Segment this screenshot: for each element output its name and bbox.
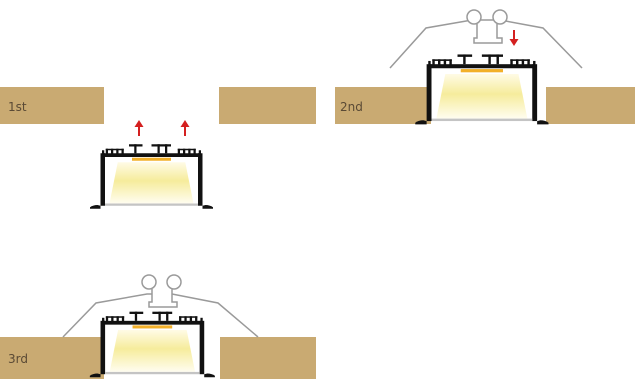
clip-ring-icon — [466, 9, 482, 25]
led-profile — [90, 144, 213, 209]
led-profile — [415, 54, 549, 125]
wood-panel-right — [220, 337, 316, 379]
clip-bracket — [148, 289, 178, 308]
step-1: 1st — [0, 87, 316, 209]
led-profile — [89, 311, 215, 378]
clip-ring-icon — [141, 274, 157, 290]
step-label: 1st — [8, 100, 27, 114]
step-label: 2nd — [340, 100, 363, 114]
wood-panel-left — [0, 337, 104, 379]
clip-bracket — [473, 24, 503, 44]
clip-ring-icon — [166, 274, 182, 290]
down-arrow-icon — [509, 30, 519, 46]
wood-panel-left — [0, 87, 104, 124]
clip-ring-icon — [492, 9, 508, 25]
mounting-wire — [389, 19, 583, 69]
up-arrow-icon — [134, 120, 144, 136]
up-arrow-icon — [180, 120, 190, 136]
step-2: 2nd — [335, 9, 635, 125]
wood-panel-left — [335, 87, 431, 124]
step-label: 3rd — [8, 352, 28, 366]
wood-panel-right — [546, 87, 635, 124]
wood-panel-right — [219, 87, 316, 124]
step-3: 3rd — [0, 274, 316, 379]
